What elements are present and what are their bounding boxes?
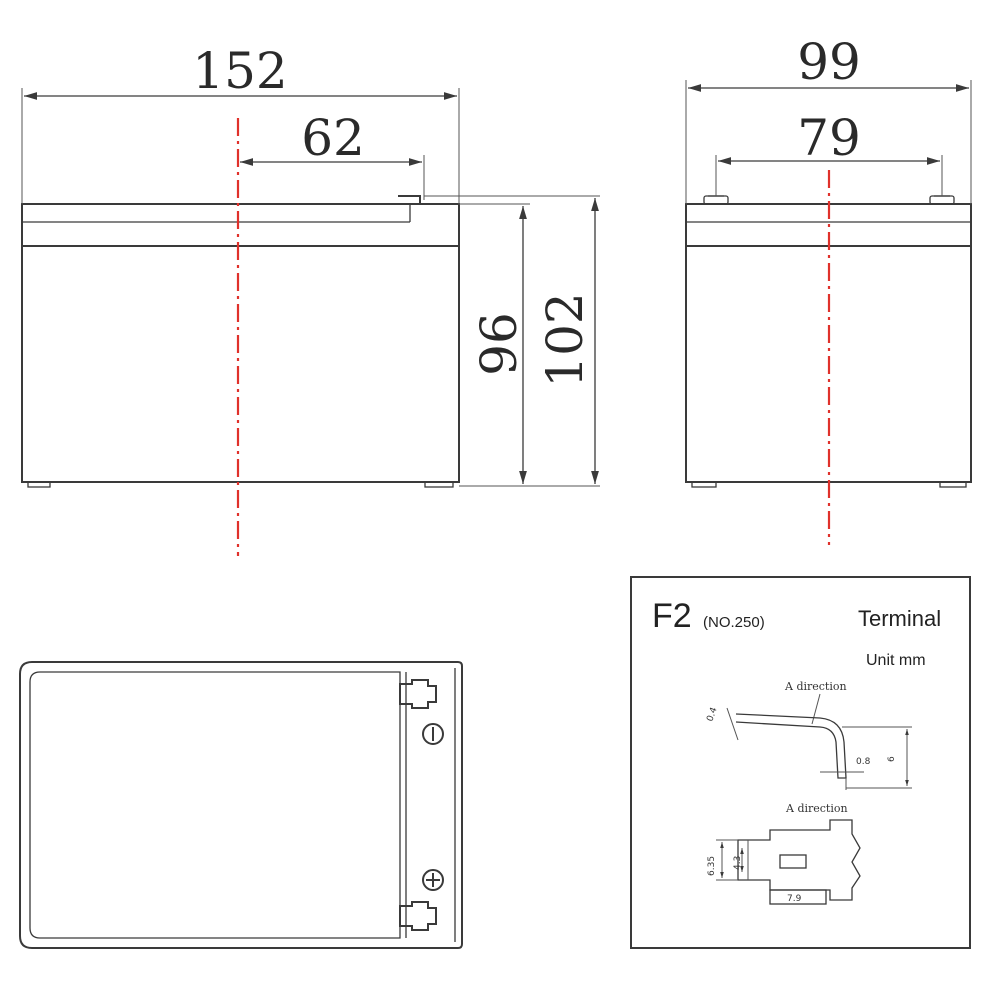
front-foot-left: [27, 481, 51, 488]
dim-4-3-label: 4.3: [733, 856, 743, 870]
dim-0-8-label: 0.8: [856, 757, 871, 767]
front-lid: [21, 203, 460, 247]
front-view: 152 62 96 102: [21, 42, 600, 556]
terminal-top-profile: [737, 819, 861, 901]
terminal-title: Terminal: [858, 606, 941, 631]
direction-label-1: A direction: [784, 680, 847, 693]
terminal-unit: Unit mm: [866, 652, 926, 669]
top-terminal-clip-bottom: [399, 901, 437, 931]
terminal-code-note: (NO.250): [703, 614, 765, 631]
side-foot-left: [691, 481, 717, 488]
terminal-side-profile: [735, 713, 847, 779]
dim-62-label: 62: [301, 109, 365, 167]
side-terminal-right: [929, 195, 955, 205]
dim-102-label: 102: [536, 292, 594, 387]
dim-7-9-label: 7.9: [787, 894, 802, 904]
dim-152-label: 152: [192, 42, 287, 100]
terminal-code: F2: [652, 597, 692, 635]
top-outer-outline: [19, 661, 463, 949]
side-view: 99 79: [685, 33, 972, 545]
direction-leader-1: [811, 693, 821, 725]
positive-symbol-icon: [422, 869, 444, 891]
direction-label-2: A direction: [785, 802, 848, 815]
negative-symbol-icon: [422, 723, 444, 745]
dim-96-label: 96: [470, 312, 528, 376]
dim-79-label: 79: [797, 109, 861, 167]
front-body: [21, 245, 460, 483]
terminal-box-frame: [630, 576, 971, 949]
top-inner-outline: [29, 671, 401, 939]
side-foot-right: [939, 481, 967, 488]
dim-6-label: 6: [887, 756, 897, 762]
terminal-top-hole: [779, 854, 807, 869]
top-view: [19, 661, 463, 949]
terminal-top-tab: [769, 889, 827, 905]
front-terminal-stub: [398, 195, 421, 204]
top-terminal-clip-top: [399, 679, 437, 709]
dim-0-4-ext-1: [726, 707, 739, 741]
terminal-detail-box: F2 (NO.250) Terminal Unit mm A direction…: [630, 576, 971, 949]
dim-99-label: 99: [797, 33, 861, 91]
dim-6-35-label: 6.35: [707, 856, 717, 876]
dim-0-4-label: 0.4: [705, 706, 719, 723]
front-foot-right: [424, 481, 454, 488]
side-terminal-left: [703, 195, 729, 205]
